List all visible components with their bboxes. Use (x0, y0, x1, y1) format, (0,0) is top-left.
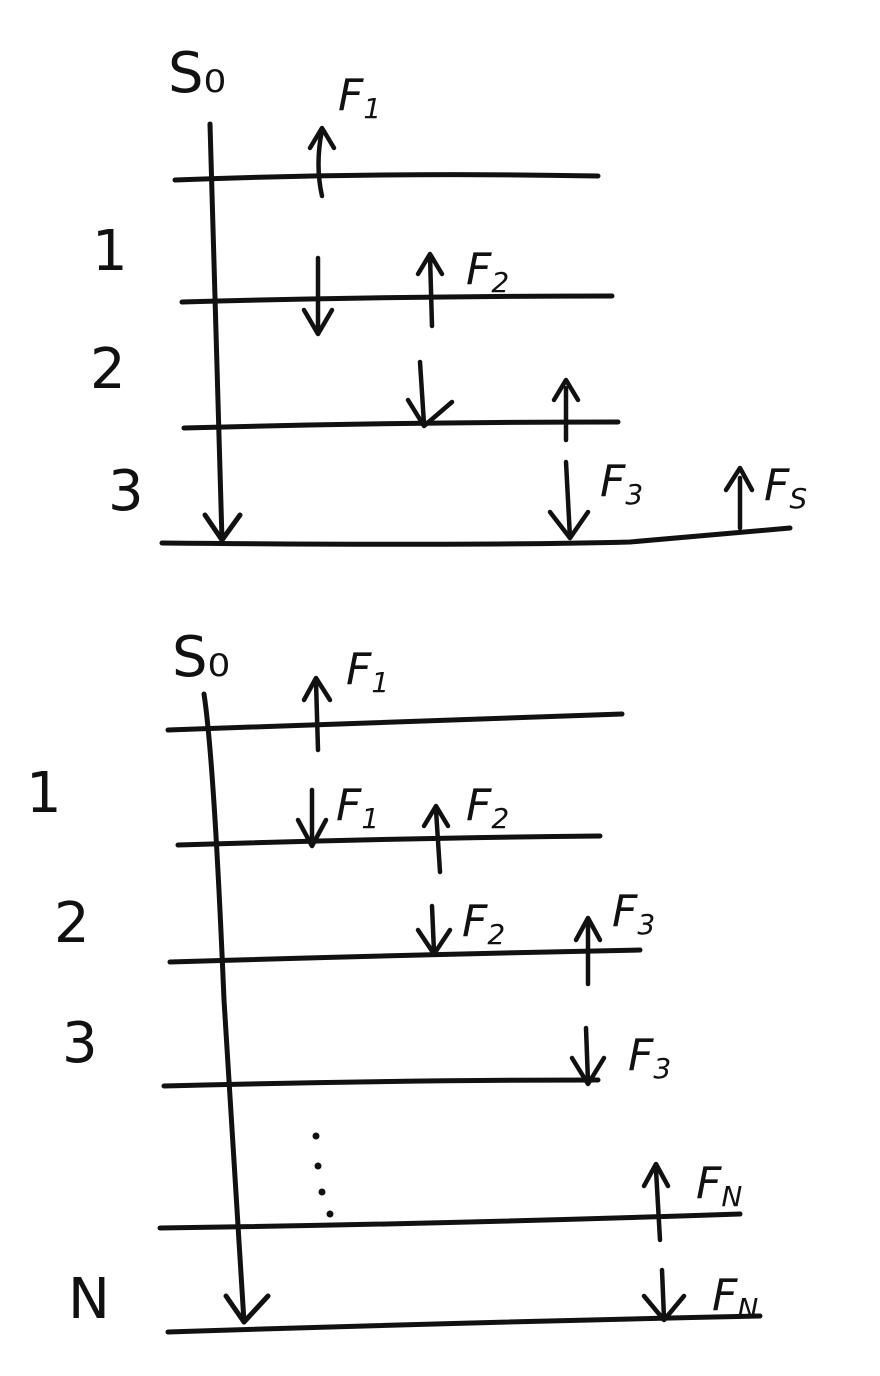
s0-label: S₀ (172, 625, 230, 690)
ground-line (165, 1313, 763, 1335)
f3-down-arrowhead (547, 509, 591, 541)
f1-down-arrowhead (301, 307, 335, 337)
ground-line (159, 525, 793, 547)
layer-label-1: 1 (26, 761, 62, 826)
s0-arrowhead (223, 1293, 271, 1325)
s0-label: S₀ (168, 41, 226, 106)
f1-up-arrowhead (307, 125, 337, 151)
force-label: FN (696, 1158, 742, 1213)
f3-down-arrow (563, 459, 573, 541)
layer-line-2 (179, 293, 615, 305)
s0-arrow (201, 691, 247, 1325)
f2-up-arrowhead (415, 251, 445, 277)
f1-up-arrow (313, 679, 321, 753)
force-label: F2 (466, 780, 509, 835)
ellipsis-dot (326, 1210, 334, 1218)
f3-up-arrowhead (551, 377, 581, 403)
layer-label-2: 2 (54, 891, 90, 956)
f2-down-arrow (429, 903, 437, 955)
layer-label-3: 3 (62, 1011, 98, 1076)
force-label: F2 (462, 896, 505, 951)
f2-down-arrowhead (405, 397, 455, 429)
s0-arrow (207, 121, 225, 543)
f1-up-arrowhead (301, 675, 333, 703)
layer-line-1 (165, 711, 625, 733)
fn-up-arrow (653, 1167, 663, 1243)
f2-down-arrow (417, 359, 427, 427)
f2-up-arrow (433, 807, 443, 875)
f2-up-arrowhead (421, 803, 451, 829)
f3-down-arrow (583, 1025, 591, 1085)
layer-label-1: 1 (92, 219, 128, 284)
force-label: F3 (628, 1030, 671, 1085)
layer-label-3: 3 (108, 459, 144, 524)
f2-up-arrow (427, 253, 435, 329)
f2-down-arrowhead (415, 927, 453, 957)
ellipsis-dot (318, 1188, 326, 1196)
f1-down-arrowhead (295, 817, 329, 849)
s0-arrowhead (202, 512, 243, 543)
fn-down-arrow (659, 1267, 667, 1321)
layer-line-1 (172, 172, 601, 183)
f1-up-arrow (316, 127, 325, 199)
diagram-top: S₀ 1 2 3 F1 F2 F3 (90, 41, 807, 547)
fs-up-arrowhead (723, 465, 755, 493)
fn-up-arrowhead (641, 1161, 671, 1189)
force-label: F2 (466, 244, 509, 299)
layer-line-5 (157, 1211, 743, 1231)
fn-down-arrowhead (641, 1293, 687, 1323)
force-label: F3 (612, 886, 655, 941)
force-label: FN (712, 1270, 758, 1325)
force-label: F1 (338, 70, 381, 125)
layer-label-2: 2 (90, 337, 126, 402)
force-label: F1 (336, 780, 379, 835)
diagram-bottom: S₀ 1 2 3 N F1 F1 F2 F2 F3 (26, 625, 763, 1335)
force-label: F3 (600, 456, 643, 511)
layer-line-3 (181, 419, 621, 431)
f3-up-arrowhead (573, 915, 603, 943)
layer-line-2 (175, 833, 603, 848)
layer-label-n: N (68, 1267, 110, 1332)
force-label: F1 (346, 644, 389, 699)
ellipsis-dot (312, 1132, 320, 1140)
f3-down-arrowhead (569, 1055, 607, 1087)
force-label: FS (764, 460, 807, 515)
ellipsis-dot (314, 1162, 322, 1170)
layer-line-3 (167, 947, 643, 965)
